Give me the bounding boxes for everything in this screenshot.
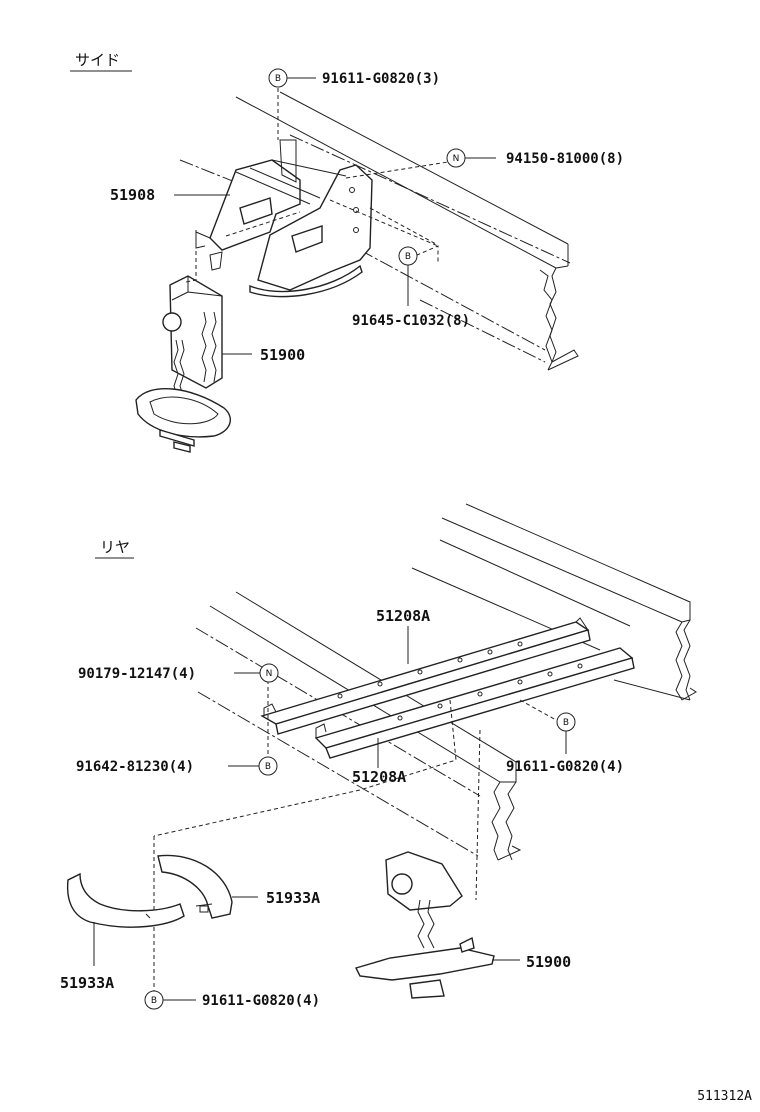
callout-code: B: [275, 74, 281, 84]
part-number: 51933A: [266, 889, 320, 907]
part-number: 91611-G0820(4): [202, 993, 320, 1009]
callout-code: N: [266, 669, 273, 679]
callout-code: N: [453, 154, 460, 164]
rail-holes: [337, 641, 583, 721]
guide-line: [179, 159, 281, 201]
part-number: 51208A: [352, 768, 406, 786]
winch-51900-rear: [354, 851, 495, 999]
part-number: 51900: [260, 346, 305, 364]
label-51933a-right: 51933A: [232, 889, 320, 907]
callout-b-91645: B 91645-C1032(8): [352, 246, 470, 329]
frame-rail-rear: [411, 503, 697, 701]
label-51900-rear: 51900: [492, 953, 571, 971]
drawing-id: 511312A: [697, 1089, 752, 1104]
callout-n-94150: N 94150-81000(8): [446, 148, 624, 168]
section-label-rear: リヤ: [100, 538, 130, 556]
part-number: 91645-C1032(8): [352, 313, 470, 329]
ref-dash: [345, 161, 449, 179]
bracket-51933a-left: [66, 872, 185, 928]
part-number: 91611-G0820(3): [322, 71, 440, 87]
label-51900-top: 51900: [222, 346, 305, 364]
callout-b-91611-bottom: B 91611-G0820(4): [144, 990, 320, 1010]
label-51208a-top: 51208A: [376, 607, 430, 664]
part-number: 51208A: [376, 607, 430, 625]
winch-51900-top: [135, 275, 232, 453]
part-number: 90179-12147(4): [78, 666, 196, 682]
callout-b-91611-rear: B 91611-G0820(4): [506, 712, 624, 775]
part-number: 94150-81000(8): [506, 151, 624, 167]
ref-dash: [225, 199, 439, 247]
ref-dash: [475, 729, 481, 901]
label-51908: 51908: [110, 186, 230, 204]
guide-line: [289, 134, 571, 264]
callout-code: B: [265, 762, 271, 772]
label-51208a-bottom: 51208A: [352, 738, 406, 786]
part-number: 51933A: [60, 974, 114, 992]
part-number: 51900: [526, 953, 571, 971]
ref-dash: [185, 230, 197, 283]
frame-rail-top: [235, 91, 579, 371]
ref-dash: [153, 699, 457, 837]
callout-code: B: [151, 996, 157, 1006]
bracket-51908: [195, 139, 373, 298]
guide-line: [419, 299, 546, 363]
part-number: 51908: [110, 186, 155, 204]
callout-n-90179: 90179-12147(4) N: [78, 663, 279, 683]
section-label-side: サイド: [75, 51, 120, 69]
part-number: 91611-G0820(4): [506, 759, 624, 775]
callout-b-91642: 91642-81230(4) B: [76, 756, 278, 776]
ref-dash: [409, 245, 439, 264]
rail-51208a-lower: [314, 647, 635, 759]
label-51933a-left: 51933A: [60, 922, 114, 992]
bracket-51933a-right: [157, 854, 233, 919]
part-number: 91642-81230(4): [76, 759, 194, 775]
guide-line: [359, 249, 546, 351]
callout-code: B: [405, 252, 411, 262]
rail-51208a-upper: [260, 617, 591, 735]
callout-b-91611-3: B 91611-G0820(3): [268, 68, 440, 88]
ref-dash: [519, 699, 557, 721]
callout-code: B: [563, 718, 569, 728]
